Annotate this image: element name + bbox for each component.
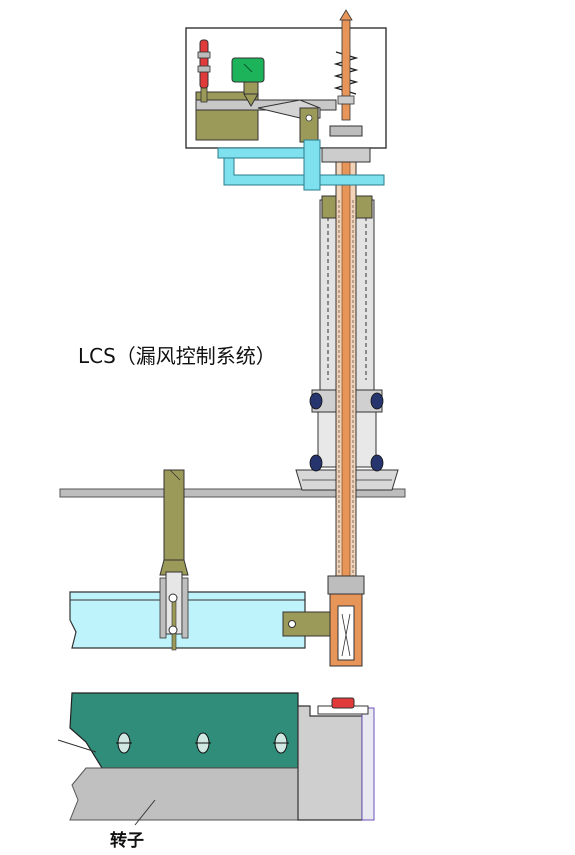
rotor-label: 转子 xyxy=(110,831,144,851)
left-hanger xyxy=(159,469,189,651)
proximity-sensor-red xyxy=(331,697,355,709)
air-pipe xyxy=(217,139,385,191)
rod-end-socket xyxy=(327,575,365,667)
sensor-housing xyxy=(297,705,363,821)
rotor-bolts xyxy=(116,732,289,754)
rotor-body xyxy=(69,767,299,821)
lcs-label: LCS（漏风控制系统） xyxy=(78,344,276,368)
drive-rod xyxy=(335,119,357,591)
limit-switch-red xyxy=(197,39,211,103)
rod-collar xyxy=(321,147,371,163)
solenoid-actuator-green xyxy=(231,57,265,107)
rotor-seal-plate xyxy=(69,692,299,769)
support-beam xyxy=(59,488,406,498)
flange-bolts xyxy=(309,392,384,472)
